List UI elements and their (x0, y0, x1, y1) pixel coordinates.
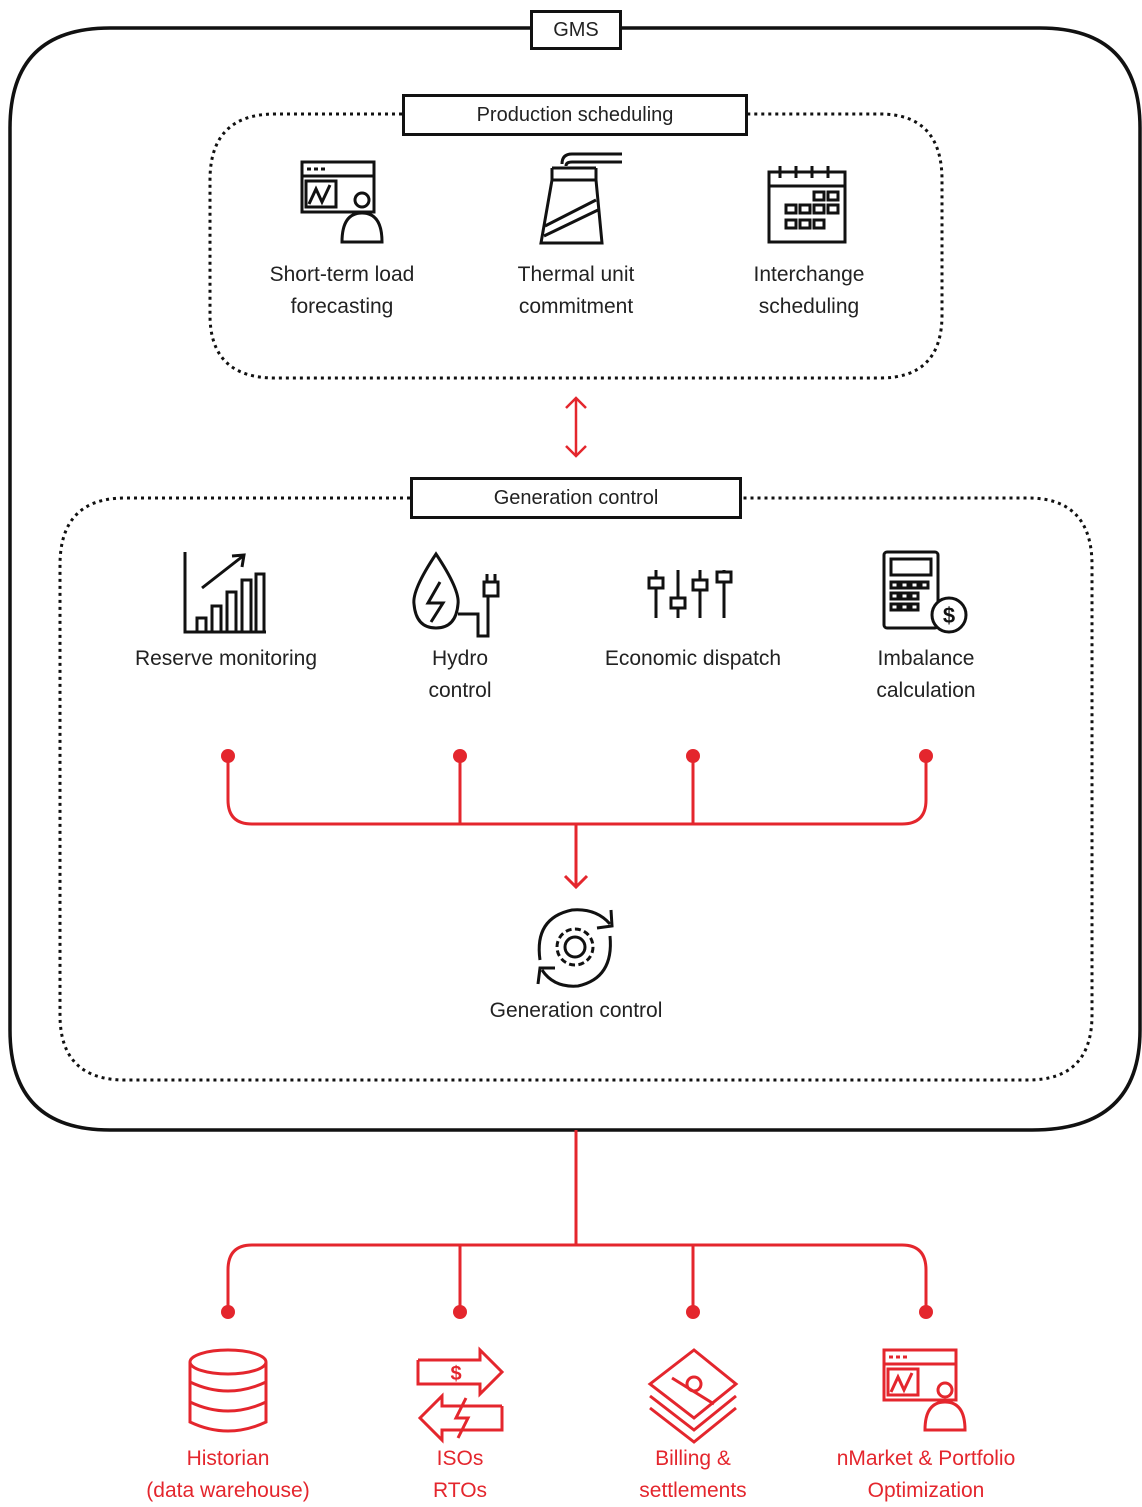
exchange-arrows-icon: $ (416, 1346, 505, 1444)
aggregation-connector (226, 756, 928, 890)
gms-container (8, 26, 1142, 1132)
production-scheduling-title: Production scheduling (402, 94, 748, 136)
hydro-plug-icon (412, 551, 500, 638)
billing-settlements-label: Billing &settlements (639, 1447, 747, 1502)
generation-control-output-label: Generation control (489, 999, 663, 1022)
calendar-icon (767, 166, 847, 244)
gear-cycle-icon (536, 908, 614, 988)
thermal-plant-icon (539, 152, 622, 245)
historian-label: Historian(data warehouse) (146, 1447, 310, 1502)
bar-chart-growth-icon (183, 552, 266, 634)
forecast-monitor-icon (300, 160, 384, 244)
production-scheduling-group (208, 112, 944, 380)
gms-title: GMS (530, 10, 622, 50)
database-icon (188, 1348, 268, 1433)
generation-control-title: Generation control (410, 477, 742, 519)
external-bus (226, 1130, 928, 1312)
svg-text:$: $ (450, 1363, 461, 1385)
market-monitor-icon (882, 1348, 967, 1432)
calculator-dollar-icon: $ (882, 550, 968, 634)
reserve-monitoring-label: Reserve monitoring (134, 647, 318, 670)
external-bus-dots (221, 1305, 933, 1319)
connector-dots (221, 749, 933, 763)
money-stack-icon (647, 1348, 739, 1444)
svg-text:$: $ (943, 603, 955, 628)
economic-dispatch-label: Economic dispatch (604, 647, 782, 670)
bidirectional-arrow (565, 396, 587, 458)
sliders-icon (647, 570, 733, 618)
